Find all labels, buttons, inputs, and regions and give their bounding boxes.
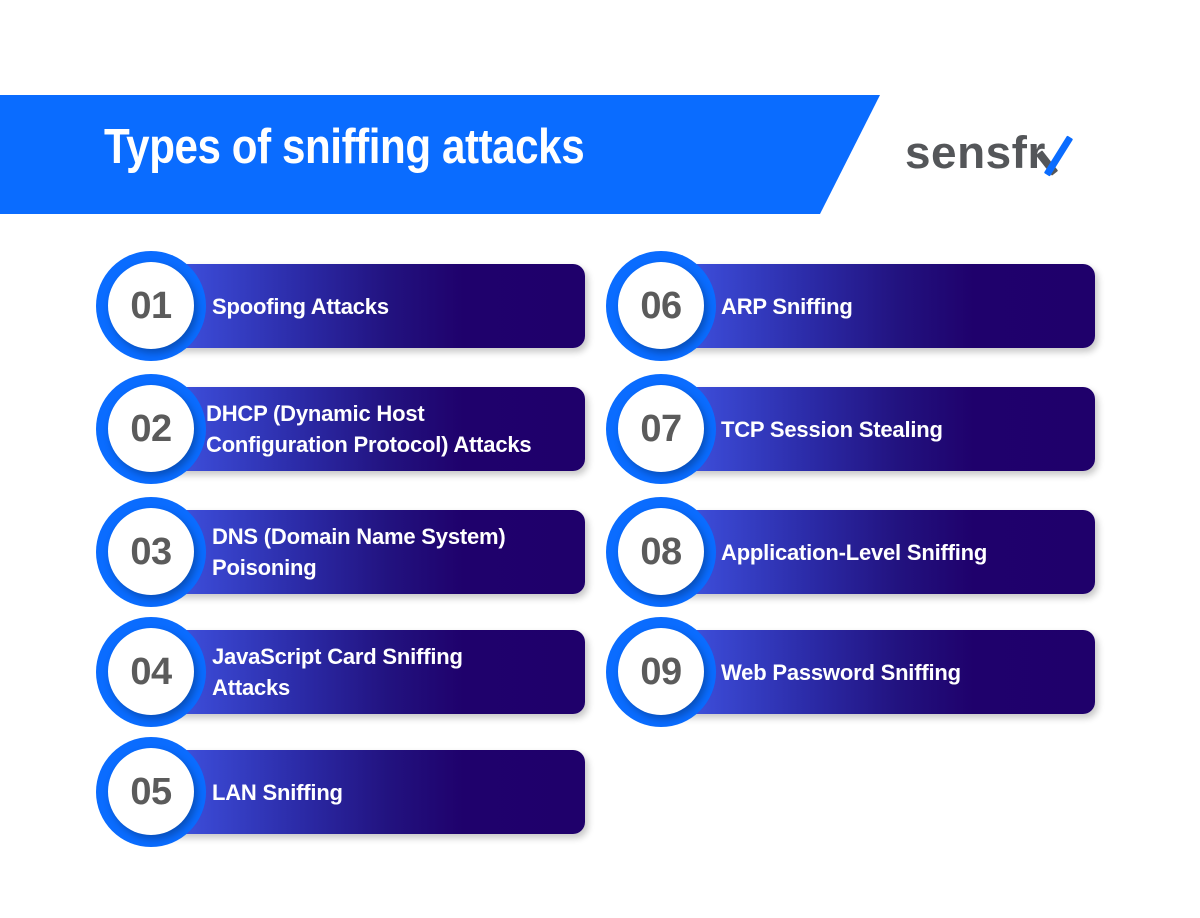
number-badge: 01 bbox=[96, 251, 206, 361]
item-number: 01 bbox=[130, 284, 172, 327]
number-badge: 02 bbox=[96, 374, 206, 484]
number-badge: 03 bbox=[96, 497, 206, 607]
number-badge: 07 bbox=[606, 374, 716, 484]
brand-wordmark: sensfr bbox=[905, 127, 1046, 178]
item-card bbox=[660, 264, 1095, 348]
number-badge: 04 bbox=[96, 617, 206, 727]
title-banner bbox=[0, 95, 880, 214]
item-number: 07 bbox=[640, 407, 682, 450]
list-item-07: 07 TCP Session Stealing bbox=[606, 374, 1106, 486]
item-number: 08 bbox=[640, 530, 682, 573]
item-card bbox=[660, 510, 1095, 594]
list-item-06: 06 ARP Sniffing bbox=[606, 251, 1106, 363]
item-number: 06 bbox=[640, 284, 682, 327]
item-card bbox=[150, 630, 585, 714]
item-label: ARP Sniffing bbox=[721, 293, 853, 319]
item-number: 03 bbox=[130, 530, 172, 573]
item-label: Spoofing Attacks bbox=[212, 293, 389, 319]
number-badge: 05 bbox=[96, 737, 206, 847]
item-number: 04 bbox=[130, 650, 172, 693]
item-label: Application-Level Sniffing bbox=[721, 539, 988, 565]
item-label: JavaScript Card Sniffing Attacks bbox=[212, 644, 463, 700]
page-title: Types of sniffing attacks bbox=[104, 120, 585, 174]
list-item-01: 01 Spoofing Attacks bbox=[96, 251, 596, 363]
item-number: 05 bbox=[130, 770, 172, 813]
list-item-09: 09 Web Password Sniffing bbox=[606, 617, 1106, 729]
item-label: TCP Session Stealing bbox=[721, 416, 943, 442]
list-item-05: 05 LAN Sniffing bbox=[96, 737, 596, 849]
x-mark-icon bbox=[1035, 135, 1074, 177]
item-number: 02 bbox=[130, 407, 172, 450]
item-label: DHCP (Dynamic Host Configuration Protoco… bbox=[206, 401, 532, 457]
item-card bbox=[150, 750, 585, 834]
list-item-04: 04 JavaScript Card Sniffing Attacks bbox=[96, 617, 596, 729]
item-card bbox=[150, 387, 585, 471]
item-card bbox=[660, 630, 1095, 714]
number-badge: 06 bbox=[606, 251, 716, 361]
list-item-08: 08 Application-Level Sniffing bbox=[606, 497, 1106, 609]
item-number: 09 bbox=[640, 650, 682, 693]
brand-logo: sensfr bbox=[905, 127, 1074, 178]
item-label: LAN Sniffing bbox=[212, 779, 343, 805]
item-card bbox=[150, 264, 585, 348]
list-item-03: 03 DNS (Domain Name System) Poisoning bbox=[96, 497, 596, 609]
item-label: DNS (Domain Name System) Poisoning bbox=[212, 524, 506, 580]
item-label: Web Password Sniffing bbox=[721, 659, 961, 685]
list-item-02: 02 DHCP (Dynamic Host Configuration Prot… bbox=[96, 374, 596, 486]
number-badge: 08 bbox=[606, 497, 716, 607]
item-card bbox=[150, 510, 585, 594]
number-badge: 09 bbox=[606, 617, 716, 727]
item-card bbox=[660, 387, 1095, 471]
